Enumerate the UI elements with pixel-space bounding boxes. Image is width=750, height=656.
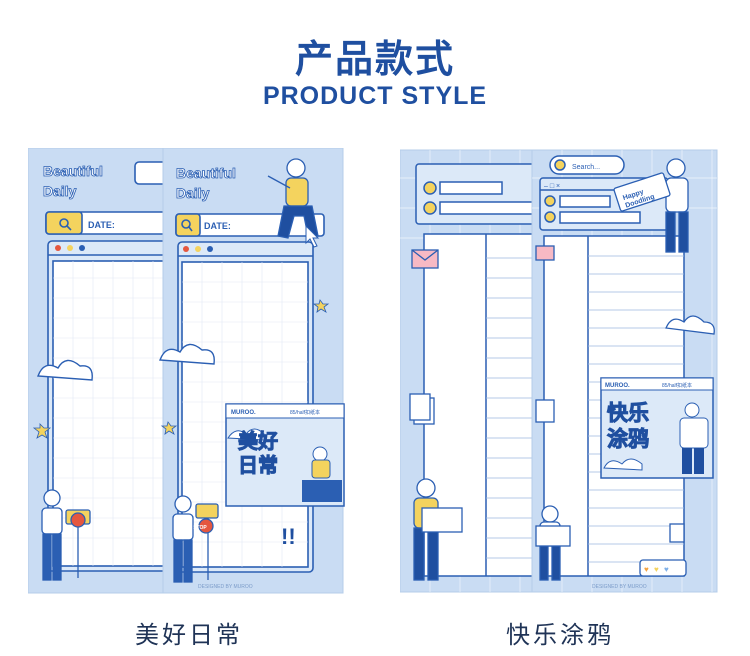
sticker-subtitle-2: 85/half扣纸本: [662, 382, 692, 389]
sticker-text-4: 涂鸦: [607, 427, 649, 451]
heart-blue-icon: ♥: [664, 565, 669, 574]
exclaim-mark: !!: [281, 524, 296, 549]
sticker-subtitle: 85/half扣纸本: [290, 409, 320, 416]
sticker-text-2: 日常: [238, 454, 278, 477]
stop-sign-text: STOP: [193, 525, 207, 531]
front-pad-title-2: Daily: [176, 185, 210, 201]
caption-happy-doodling: 快乐涂鸦: [506, 621, 614, 649]
back-date-label: DATE:: [88, 220, 115, 230]
sticker-text-1: 美好: [238, 429, 278, 453]
caption-beautiful-daily: 美好日常: [135, 621, 243, 649]
happy-doodling-illustration: Search... – □ × Happy Doodling: [399, 149, 718, 593]
front-date-label: DATE:: [204, 221, 231, 231]
hearts-icon: ♥: [644, 565, 649, 574]
window-controls: – □ ×: [544, 183, 560, 190]
designer-credit-2: DESIGNED BY MUROO: [592, 584, 647, 590]
front-pad-title-1: Beautiful: [176, 165, 236, 181]
sticker-brand-2: MUROO.: [605, 383, 630, 389]
sticker-beautiful-daily: [225, 403, 345, 507]
page-title-en: PRODUCT STYLE: [262, 82, 488, 110]
sticker-brand: MUROO.: [231, 410, 256, 416]
product-card-beautiful-daily[interactable]: Beautiful Daily DATE:: [27, 147, 348, 598]
product-card-happy-doodling[interactable]: Search... – □ × Happy Doodling: [399, 148, 720, 598]
search-label: Search...: [572, 164, 600, 171]
heart-yellow-icon: ♥: [654, 565, 659, 574]
back-pad-title-1: Beautiful: [43, 163, 103, 179]
page-title-cn: 产品款式: [294, 37, 455, 81]
beautiful-daily-illustration: Beautiful Daily DATE:: [27, 147, 345, 594]
sticker-text-3: 快乐: [607, 402, 649, 425]
back-pad-title-2: Daily: [43, 183, 77, 199]
designer-credit: DESIGNED BY MUROO: [198, 584, 253, 590]
